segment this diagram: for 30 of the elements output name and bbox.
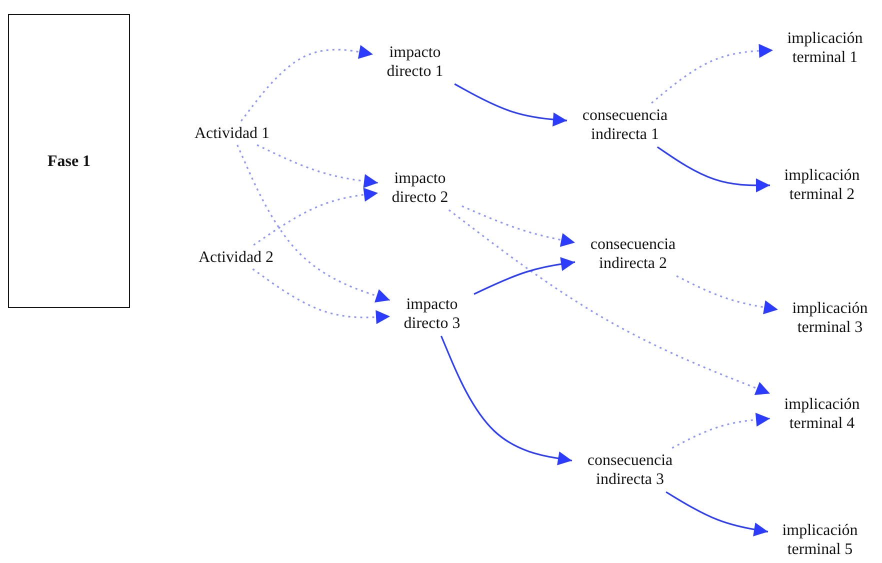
arrow — [252, 268, 390, 324]
arrow — [454, 83, 568, 126]
arrow — [651, 44, 774, 104]
node-label: impacto directo 3 — [402, 295, 462, 333]
phase-label: Fase 1 — [47, 152, 91, 170]
arrow — [440, 336, 572, 466]
node-label: consecuencia indirecta 2 — [589, 235, 677, 273]
arrow — [676, 275, 778, 314]
arrow — [666, 491, 768, 536]
node-label: implicación terminal 5 — [781, 521, 859, 559]
node-label: implicación terminal 4 — [783, 395, 861, 433]
node-label: impacto directo 2 — [390, 169, 450, 207]
node-label: implicación terminal 1 — [786, 29, 864, 67]
phase-box — [8, 14, 130, 308]
arrow — [462, 205, 576, 247]
node-label: implicación terminal 3 — [791, 299, 869, 337]
node-label: Actividad 2 — [198, 248, 274, 266]
arrow — [240, 45, 374, 122]
node-label: consecuencia indirecta 1 — [581, 106, 669, 144]
arrow — [474, 257, 576, 295]
arrow — [236, 144, 390, 302]
node-label: Actividad 1 — [194, 124, 270, 142]
arrow — [672, 412, 770, 449]
arrow — [448, 209, 770, 395]
node-label: consecuencia indirecta 3 — [586, 451, 674, 489]
arrow — [656, 146, 770, 192]
node-label: implicación terminal 2 — [783, 166, 861, 204]
arrow — [256, 144, 378, 188]
node-label: impacto directo 1 — [386, 43, 444, 81]
arrow — [253, 188, 378, 246]
